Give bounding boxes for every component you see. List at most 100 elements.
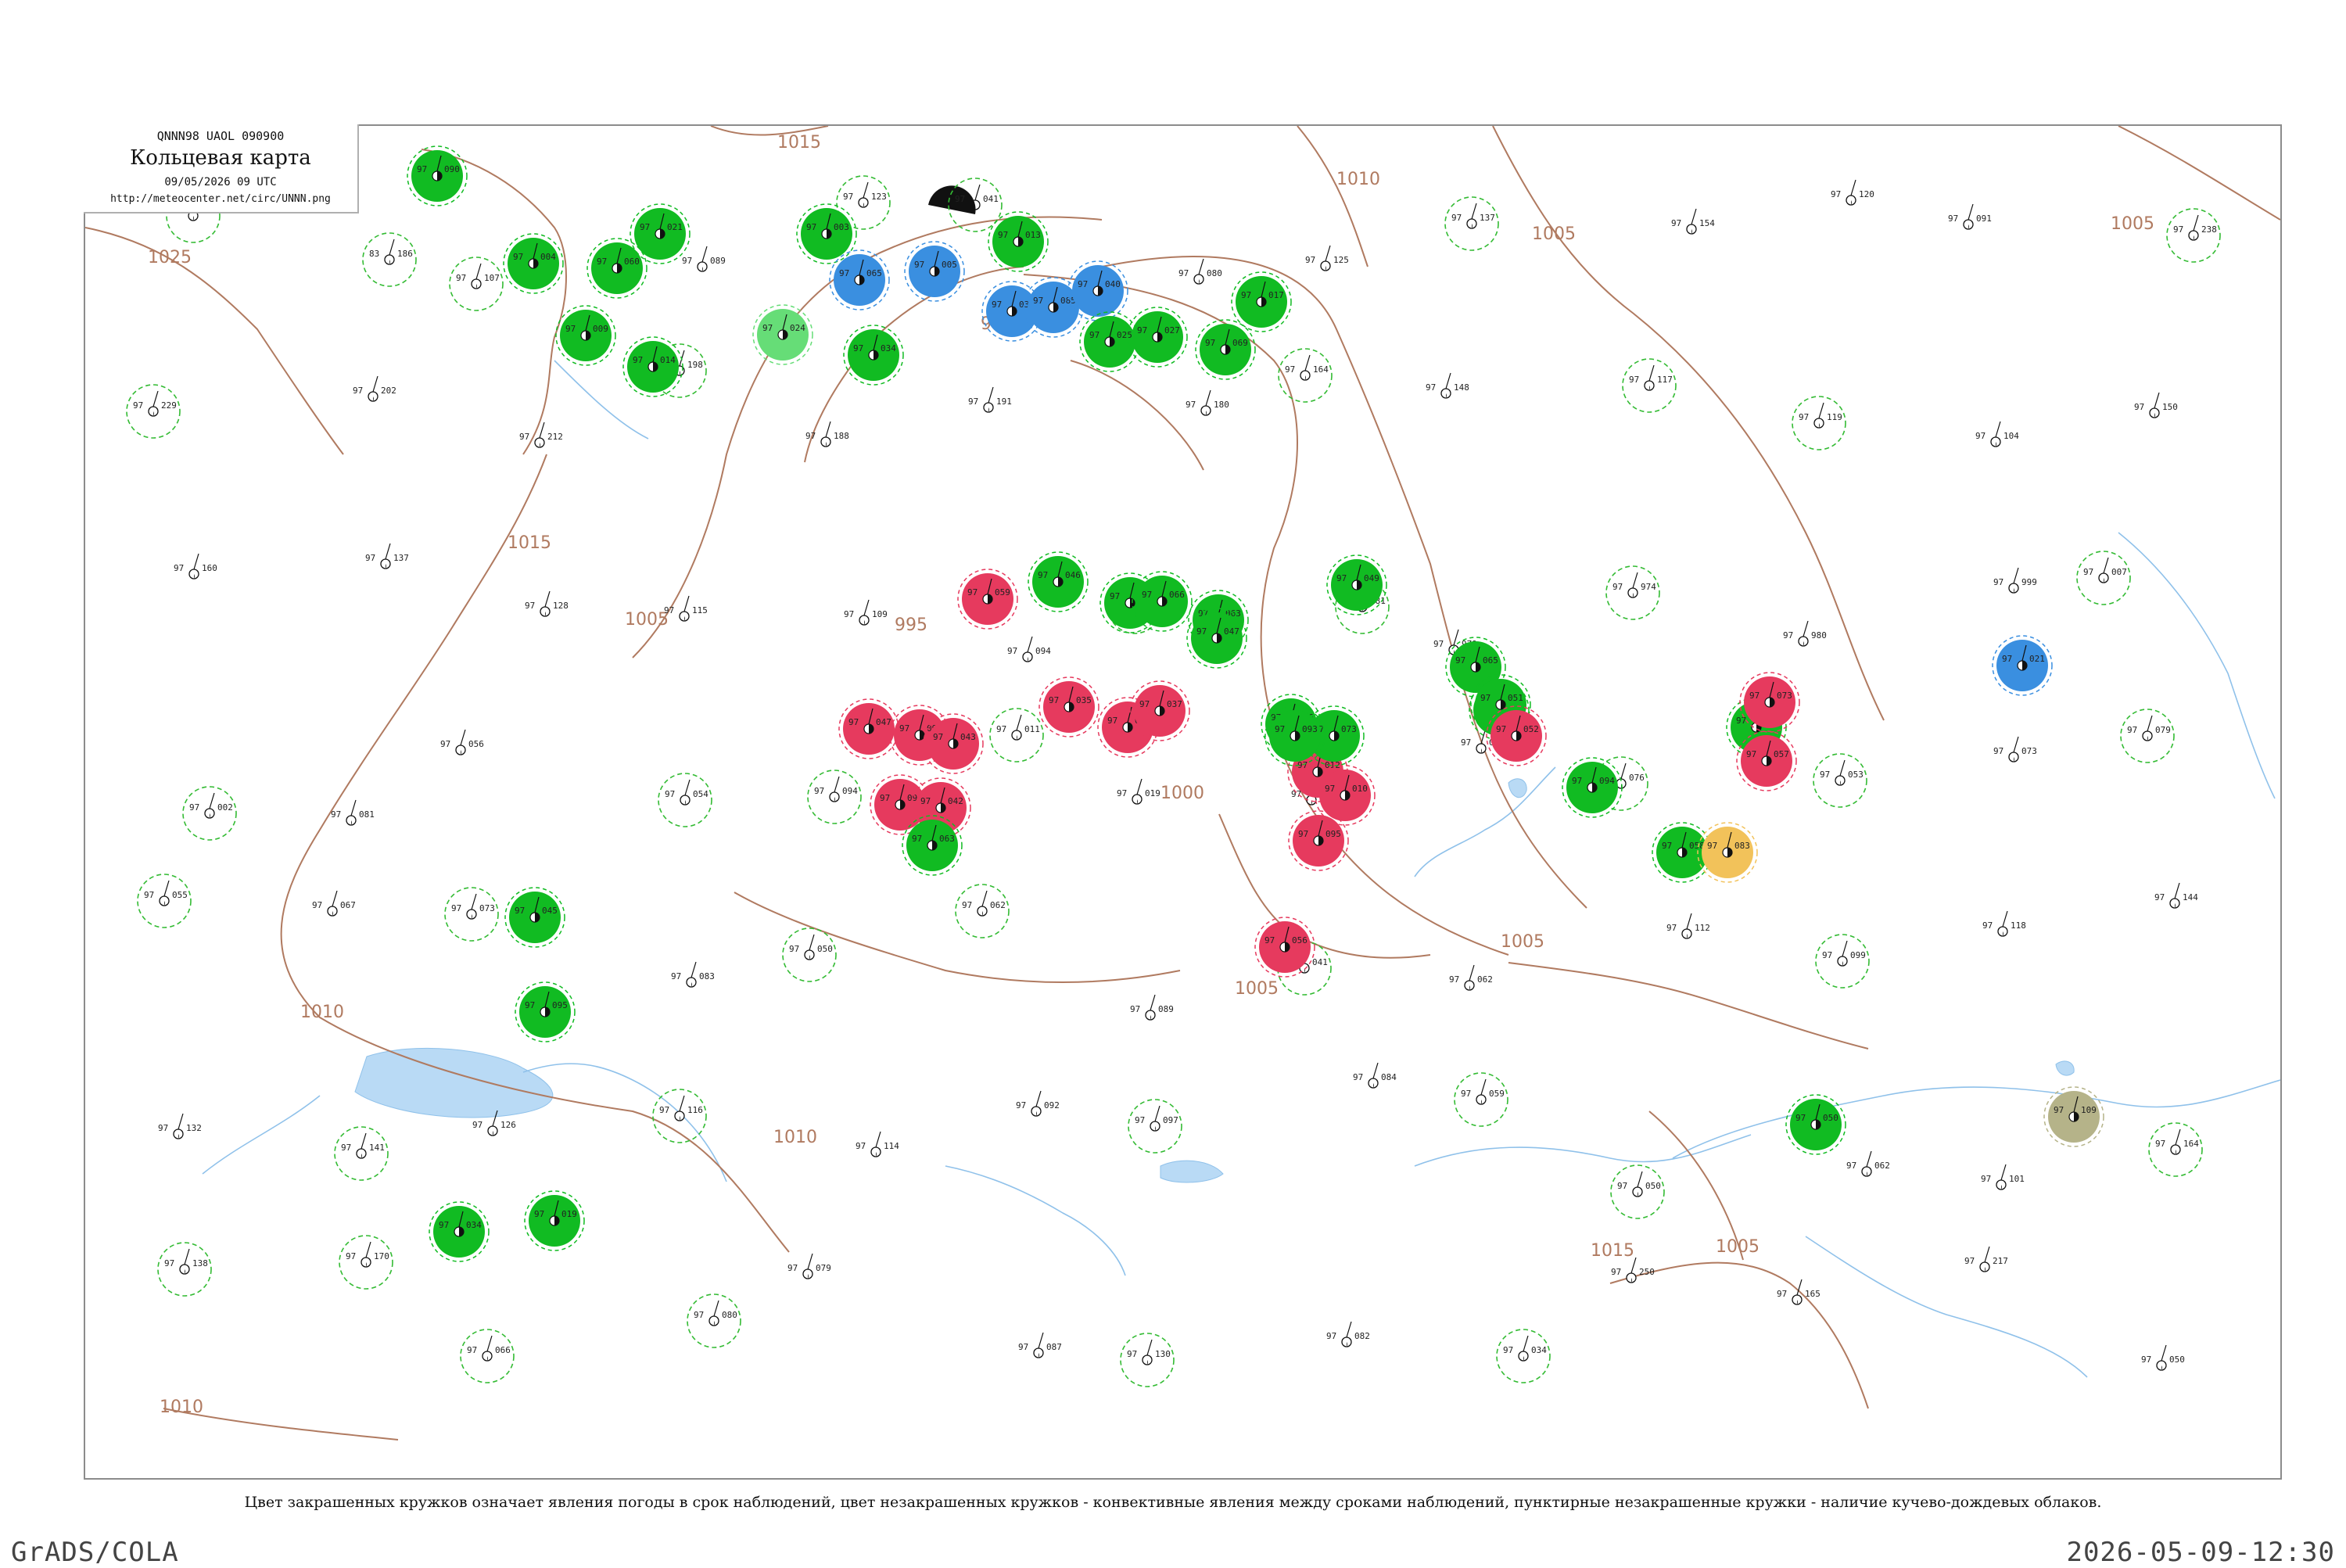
station-pressure: 059 (995, 587, 1010, 597)
river (1414, 766, 1556, 877)
isobar-label: 1010 (773, 1128, 817, 1147)
station-temperature: 97 (996, 724, 1006, 734)
station-temperature: 97 (1275, 724, 1285, 734)
cb-cloud-ring (836, 175, 891, 230)
cloud-cover-fill (1687, 934, 1688, 938)
station-temperature: 97 (1107, 716, 1117, 726)
cloud-cover-fill (554, 1216, 559, 1225)
station-pressure: 164 (1313, 364, 1329, 375)
outer-ring (829, 249, 890, 310)
outer-ring (586, 238, 647, 299)
station-temperature: 97 (1749, 691, 1760, 701)
station-temperature: 97 (513, 252, 523, 262)
station-temperature: 97 (1671, 218, 1681, 228)
lake-small (2055, 1060, 2075, 1076)
station-temperature: 97 (1018, 1342, 1028, 1352)
isobar-label: 1005 (1716, 1237, 1760, 1257)
outer-ring (1445, 637, 1506, 698)
cb-cloud-ring (652, 1089, 707, 1143)
river (945, 1165, 1126, 1276)
wind-barb (1803, 620, 1809, 637)
isobar (1648, 1111, 1744, 1261)
wind-barb (809, 934, 815, 951)
station-temperature: 97 (1822, 950, 1832, 960)
station-temperature: 97 (1336, 573, 1347, 583)
cloud-cover-fill (1481, 748, 1482, 753)
wind-barb (1995, 421, 2001, 438)
station-temperature: 97 (597, 257, 607, 267)
wind-barb (1500, 684, 1505, 701)
outer-ring (988, 211, 1049, 272)
map-title: Кольцевая карта (130, 146, 311, 170)
wind-barb (1686, 913, 1692, 930)
station-pressure: 056 (1292, 935, 1308, 945)
cb-cloud-ring (334, 1126, 389, 1181)
cloud-cover-fill (373, 396, 374, 401)
cloud-cover-fill (476, 284, 477, 289)
footer-software: GrADS/COLA (11, 1537, 179, 1568)
station-pressure: 027 (1164, 325, 1180, 335)
station-pressure: 094 (1035, 646, 1051, 656)
wind-barb (1681, 831, 1687, 849)
station-pressure: 974 (1641, 582, 1656, 592)
cloud-cover-fill (1018, 237, 1023, 246)
outer-ring (1785, 1094, 1846, 1155)
cloud-cover-fill (459, 1227, 464, 1236)
station-pressure: 101 (2009, 1174, 2025, 1184)
station-pressure: 107 (484, 273, 500, 283)
wind-barb (1475, 646, 1480, 663)
station-pressure: 123 (871, 192, 887, 202)
cloud-cover-fill (1150, 1015, 1151, 1020)
cloud-cover-fill (863, 203, 864, 207)
station-pressure: 097 (1163, 1115, 1178, 1125)
outer-ring (910, 777, 971, 838)
isobar (163, 1408, 399, 1441)
station-temperature: 97 (844, 609, 854, 619)
cloud-cover-fill (1840, 780, 1841, 785)
station-pressure: 115 (692, 605, 708, 615)
cloud-cover-fill (2022, 661, 2027, 670)
cb-cloud-ring (2166, 208, 2221, 263)
wind-barb (807, 1253, 813, 1270)
outer-ring (1067, 260, 1128, 321)
wind-barb (652, 346, 658, 363)
isobar-label: 1005 (1501, 932, 1544, 952)
station-pressure: 062 (990, 900, 1006, 910)
cloud-cover-fill (366, 1262, 367, 1267)
outer-ring (1132, 571, 1193, 632)
station-temperature: 97 (2141, 1355, 2151, 1365)
cb-cloud-ring (1815, 934, 1870, 989)
station-temperature: 97 (1777, 1289, 1787, 1299)
cloud-cover-fill (1053, 303, 1058, 312)
wind-barb (1796, 1279, 1803, 1296)
cloud-cover-fill (1373, 1083, 1374, 1088)
cloud-cover-fill (826, 442, 827, 447)
station-temperature: 97 (1783, 630, 1793, 640)
cloud-cover-fill (332, 911, 333, 916)
outer-ring (1129, 680, 1190, 741)
cloud-cover-fill (617, 264, 622, 273)
weather-map: 1015101010059951025101510059951000100510… (84, 124, 2282, 1480)
wind-barb (492, 1110, 498, 1127)
station-pressure: 035 (1076, 695, 1092, 705)
station-temperature: 97 (640, 222, 650, 232)
station-pressure: 049 (1364, 573, 1379, 583)
station-pressure: 073 (2021, 746, 2037, 756)
wind-barb (184, 1248, 190, 1265)
cloud-cover-fill (1819, 423, 1820, 428)
cb-cloud-ring (2148, 1122, 2203, 1177)
wind-barb (701, 246, 708, 263)
